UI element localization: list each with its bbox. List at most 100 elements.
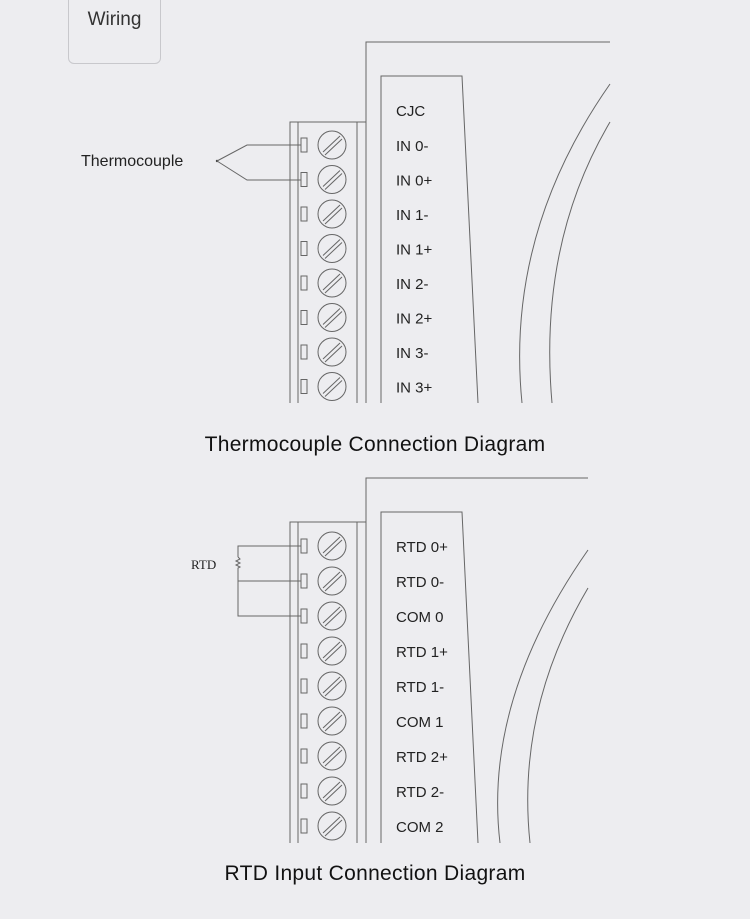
screw-slot <box>322 308 341 325</box>
screw-slot <box>324 380 343 397</box>
terminal-slot <box>300 310 308 325</box>
terminal-label: COM 2 <box>396 819 444 836</box>
screw-slot <box>322 571 341 589</box>
housing-arc <box>519 83 611 404</box>
terminal-slot <box>300 783 308 799</box>
terminal-slot <box>300 172 308 187</box>
terminal-slot <box>300 608 308 624</box>
cjc-label: CJC <box>396 103 425 120</box>
terminal-screw-icon <box>317 130 347 160</box>
screw-slot <box>322 204 341 222</box>
label-panel <box>380 75 479 404</box>
terminal-screw-icon <box>317 741 347 771</box>
screw-slot <box>322 342 341 360</box>
terminal-slot <box>300 538 308 554</box>
terminal-label: IN 1+ <box>396 242 433 259</box>
terminal-screw-icon <box>317 776 347 806</box>
terminal-slot <box>300 748 308 764</box>
terminal-label: RTD 0- <box>396 574 444 591</box>
terminal-label: COM 0 <box>396 609 444 626</box>
terminal-slot <box>300 643 308 659</box>
terminal-slot <box>300 206 308 222</box>
rtd-label: RTD <box>191 557 216 572</box>
rtd-diagram-title: RTD Input Connection Diagram <box>224 862 526 885</box>
terminal-label: RTD 2- <box>396 784 444 801</box>
thermocouple-label: Thermocouple <box>81 153 183 170</box>
screw-slot <box>324 173 343 190</box>
terminal-slot <box>300 818 308 834</box>
screw-slot <box>324 207 343 225</box>
terminal-screw-icon <box>317 671 347 701</box>
screw-slot <box>324 539 343 557</box>
terminal-label: IN 0+ <box>396 173 433 190</box>
screw-slot <box>322 711 341 729</box>
screw-slot <box>324 138 343 156</box>
terminal-slot <box>300 379 308 394</box>
screw-slot <box>324 784 343 802</box>
screw-slot <box>322 641 341 659</box>
terminal-slot <box>300 713 308 729</box>
terminal-screw-icon <box>317 531 347 561</box>
label-panel <box>380 511 479 844</box>
terminal-label: RTD 0+ <box>396 539 448 556</box>
screw-slot <box>322 816 341 834</box>
wiring-tab[interactable]: Wiring <box>68 0 161 64</box>
terminal-slot <box>300 573 308 589</box>
terminal-screw-icon <box>317 636 347 666</box>
terminal-label: IN 3+ <box>396 380 433 397</box>
terminal-slot <box>300 678 308 694</box>
terminal-screw-icon <box>317 165 347 194</box>
rtd-module <box>289 477 589 844</box>
terminal-slot <box>300 275 308 291</box>
terminal-screw-icon <box>317 199 347 229</box>
screw-slot <box>322 536 341 554</box>
terminal-screw-icon <box>317 706 347 736</box>
terminal-label: IN 3- <box>396 345 429 362</box>
terminal-block <box>289 121 367 403</box>
resistor-icon <box>234 556 242 572</box>
housing-arc <box>549 121 611 404</box>
thermocouple-diagram-title: Thermocouple Connection Diagram <box>204 433 546 456</box>
screw-slot <box>324 819 343 837</box>
terminal-label: IN 0- <box>396 138 429 155</box>
terminal-label: RTD 2+ <box>396 749 448 766</box>
screw-slot <box>324 276 343 294</box>
terminal-screw-icon <box>317 566 347 596</box>
screw-slot <box>322 676 341 694</box>
terminal-label: RTD 1+ <box>396 644 448 661</box>
screw-slot <box>322 781 341 799</box>
terminal-block <box>289 521 367 843</box>
terminal-screw-icon <box>317 601 347 631</box>
screw-slot <box>324 749 343 767</box>
terminal-label: RTD 1- <box>396 679 444 696</box>
terminal-screw-icon <box>317 372 347 401</box>
terminal-label: IN 2- <box>396 276 429 293</box>
screw-slot <box>324 574 343 592</box>
housing-outline <box>365 477 588 522</box>
housing-outline <box>365 41 610 122</box>
terminal-label: IN 2+ <box>396 311 433 328</box>
screw-slot <box>324 644 343 662</box>
terminal-screw-icon <box>317 234 347 263</box>
housing-arc <box>497 549 589 844</box>
rtd-wires <box>237 545 301 617</box>
screw-slot <box>324 242 343 259</box>
terminal-screw-icon <box>317 268 347 298</box>
screw-slot <box>324 311 343 328</box>
thermocouple-wires <box>216 144 301 181</box>
terminal-screw-icon <box>317 303 347 332</box>
terminal-slot <box>300 344 308 360</box>
screw-slot <box>324 679 343 697</box>
screw-slot <box>324 345 343 363</box>
screw-slot <box>322 606 341 624</box>
wiring-tab-label: Wiring <box>87 9 142 30</box>
terminal-label: IN 1- <box>396 207 429 224</box>
screw-slot <box>322 273 341 291</box>
thermocouple-module <box>289 41 611 404</box>
screw-slot <box>322 170 341 187</box>
terminal-screw-icon <box>317 811 347 841</box>
housing-arc <box>527 587 589 844</box>
screw-slot <box>324 714 343 732</box>
terminal-screw-icon <box>317 337 347 367</box>
